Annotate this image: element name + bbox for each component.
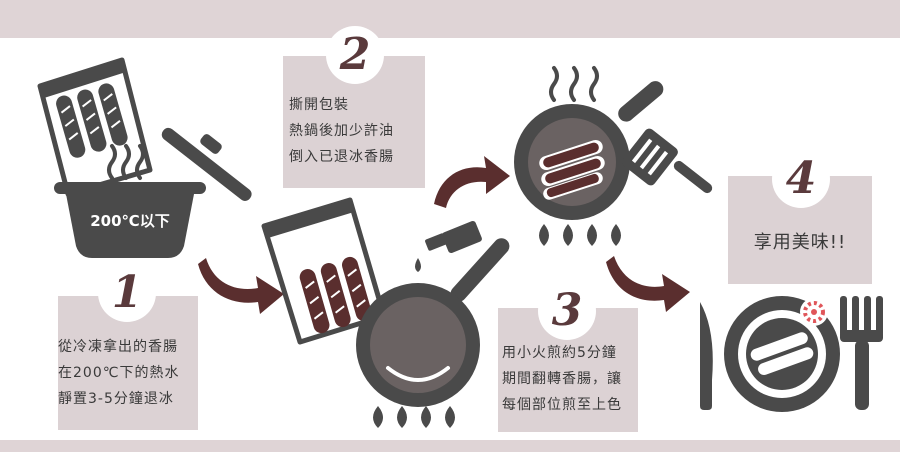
- step-1-badge: 1: [98, 264, 156, 322]
- step-1-line-3: 靜置3-5分鐘退冰: [58, 391, 174, 407]
- step-2-line-2: 熱鍋後加少許油: [289, 123, 394, 139]
- step-3-badge: 3: [538, 282, 596, 340]
- gas-flame-icon: [539, 224, 621, 246]
- step-3-text: 用小火煎約5分鐘 期間翻轉香腸，讓 每個部位煎至上色: [502, 340, 622, 418]
- step-4-number: 4: [785, 153, 817, 204]
- pot-temperature-label: 200℃以下: [90, 212, 170, 230]
- step-2-text: 撕開包裝 熱鍋後加少許油 倒入已退冰香腸: [289, 92, 394, 170]
- step-4-text: 享用美味!!: [753, 232, 847, 253]
- spatula-icon: [622, 128, 713, 194]
- step-1-line-2: 在200℃下的熱水: [58, 365, 180, 381]
- step-4-badge: 4: [772, 150, 830, 208]
- step-1-number: 1: [111, 267, 143, 318]
- curved-arrow-icon: [606, 256, 690, 312]
- step-2-number: 2: [339, 29, 371, 80]
- step-3-card: 用小火煎約5分鐘 期間翻轉香腸，讓 每個部位煎至上色: [498, 308, 638, 432]
- sausage-plate-icon: [724, 296, 840, 412]
- step-3-line-2: 期間翻轉香腸，讓: [502, 371, 622, 387]
- step-3-line-3: 每個部位煎至上色: [502, 397, 622, 413]
- knife-icon: [700, 302, 713, 410]
- gas-flame-icon: [373, 406, 455, 428]
- steam-icon: [107, 144, 145, 180]
- frozen-sausage-pack-icon: [37, 57, 153, 197]
- flower-icon: [800, 298, 828, 326]
- pan-icon: [514, 81, 664, 220]
- step-1-text: 從冷凍拿出的香腸 在200℃下的熱水 靜置3-5分鐘退冰: [58, 334, 179, 412]
- curved-arrow-icon: [198, 258, 284, 314]
- step-3-line-1: 用小火煎約5分鐘: [502, 345, 617, 361]
- step-1-line-1: 從冷凍拿出的香腸: [58, 339, 178, 355]
- step-2-badge: 2: [326, 26, 384, 84]
- fork-icon: [840, 296, 883, 410]
- oil-bottle-icon: [415, 220, 482, 272]
- step-2-line-3: 倒入已退冰香腸: [289, 149, 394, 165]
- bottom-band: [0, 440, 900, 452]
- step-1-card: 從冷凍拿出的香腸 在200℃下的熱水 靜置3-5分鐘退冰: [58, 296, 198, 430]
- steam-icon: [549, 66, 599, 102]
- step-3-number: 3: [551, 285, 583, 336]
- open-sausage-pack-icon: [261, 197, 387, 345]
- curved-arrow-icon: [434, 156, 510, 208]
- pan-icon: [356, 238, 510, 407]
- ice-bucket-icon: [54, 182, 206, 258]
- step-2-line-1: 撕開包裝: [289, 97, 349, 113]
- pot-lid-icon: [161, 127, 252, 201]
- top-band: [0, 0, 900, 38]
